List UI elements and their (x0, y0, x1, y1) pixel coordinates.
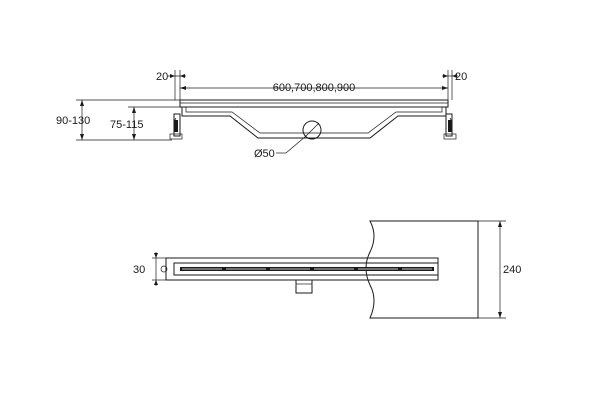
outlet-circle (302, 120, 322, 140)
dim-end-left: 20 (156, 71, 168, 83)
right-adjustable-foot (443, 113, 457, 140)
dim-width: 30 (133, 264, 145, 276)
outlet-stub (295, 279, 313, 294)
wall-block (365, 220, 479, 319)
dim-end-right: 20 (455, 71, 467, 83)
dim-lengths: 600,700,800,900 (273, 82, 356, 94)
dim-outlet-diameter: Ø50 (254, 148, 275, 160)
dim-height-outer: 90-130 (56, 115, 90, 127)
plan-view: 30 240 (133, 220, 521, 319)
left-adjustable-foot (169, 113, 183, 140)
drain-top-plate (179, 99, 449, 108)
drain-channel-body (181, 107, 447, 139)
elevation-view: 600,700,800,900 20 20 90-130 75-115 Ø50 (56, 70, 467, 160)
dim-wall-height: 240 (503, 264, 521, 276)
side-screw (160, 265, 168, 273)
dim-height-inner: 75-115 (110, 119, 143, 131)
